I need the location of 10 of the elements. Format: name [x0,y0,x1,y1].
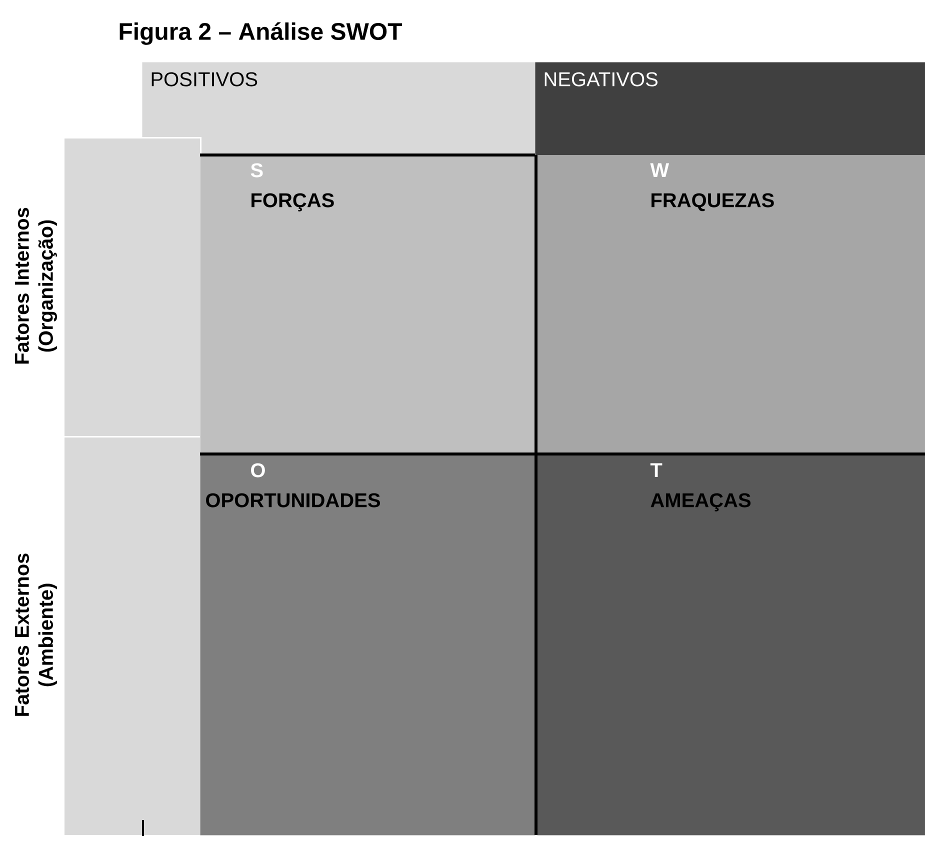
node-label: Fatores Externos (Ambiente) [15,554,57,716]
quadrant-box: S FORÇAS [200,155,536,454]
title: Figura 2 – Análise SWOT [120,22,402,45]
header-band: NEGATIVOS [535,62,925,156]
node-label: Fatores Internos (Organização) [15,208,58,364]
quadrant-box: O OPORTUNIDADES [200,455,536,836]
header-band: POSITIVOS [142,62,536,156]
quadrant-box: T AMEAÇAS [537,455,925,836]
quadrant-box: W FRAQUEZAS [537,155,925,454]
side-band: Fatores Externos (Ambiente) [15,436,202,836]
